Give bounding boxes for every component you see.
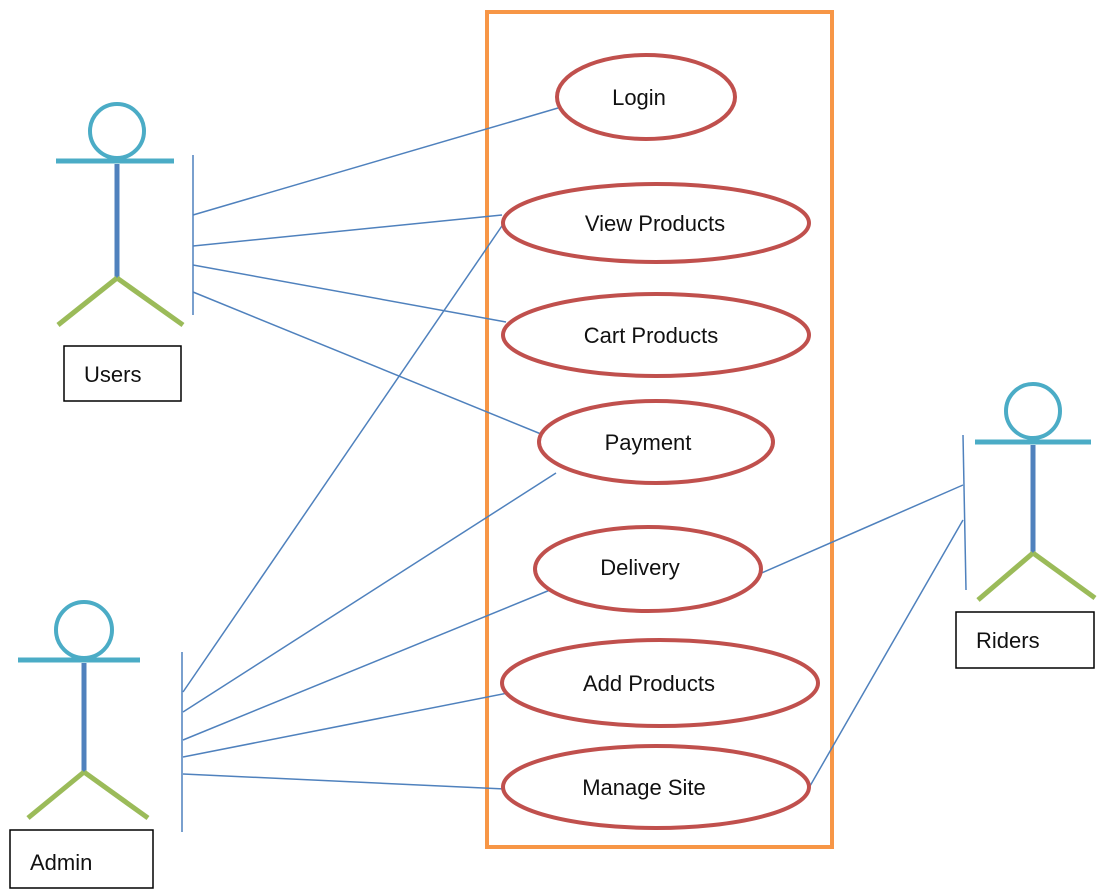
association-riders-manage-site bbox=[809, 519, 964, 787]
usecase-payment: Payment bbox=[537, 399, 775, 485]
actor-admin-label: Admin bbox=[30, 850, 92, 875]
association-admin-delivery bbox=[182, 589, 551, 741]
usecase-cart-products-label: Cart Products bbox=[584, 323, 719, 348]
usecase-login: Login bbox=[555, 53, 737, 141]
association-admin-add-products bbox=[182, 691, 514, 758]
association-admin-view-products bbox=[182, 219, 507, 693]
actor-riders-label: Riders bbox=[976, 628, 1040, 653]
actor-riders-head bbox=[1004, 382, 1062, 440]
association-admin-manage-site bbox=[182, 773, 506, 790]
usecase-login-shape bbox=[555, 53, 737, 141]
usecase-add-products-shape bbox=[500, 638, 820, 728]
association-riders-delivery bbox=[749, 484, 964, 579]
actor-riders-leg-left bbox=[976, 551, 1035, 602]
system-boundary bbox=[485, 10, 834, 849]
actor-admin-head bbox=[54, 600, 114, 660]
actor-riders-label-box bbox=[955, 611, 1095, 669]
actor-admin-label-box bbox=[9, 829, 154, 889]
usecase-view-products-shape bbox=[501, 182, 811, 264]
actor-users-head bbox=[88, 102, 146, 160]
usecase-manage-site-label: Manage Site bbox=[582, 775, 706, 800]
usecase-view-products: View Products bbox=[501, 182, 811, 264]
usecase-delivery-shape bbox=[533, 525, 763, 613]
usecase-payment-label: Payment bbox=[605, 430, 692, 455]
usecase-cart-products: Cart Products bbox=[501, 292, 811, 378]
actor-riders-leg-right bbox=[1031, 550, 1097, 601]
actor-bars bbox=[181, 155, 967, 832]
usecase-payment-shape bbox=[537, 399, 775, 485]
usecase-manage-site-shape bbox=[501, 744, 811, 830]
actor-users-leg-left bbox=[56, 276, 119, 327]
actor-riders: Riders bbox=[955, 382, 1097, 669]
usecase-add-products: Add Products bbox=[500, 638, 820, 728]
actor-admin-leg-left bbox=[26, 770, 86, 820]
association-users-login bbox=[192, 107, 559, 216]
actor-users: Users bbox=[56, 102, 185, 402]
actor-users-label-box bbox=[63, 345, 182, 402]
association-admin-payment bbox=[182, 472, 557, 713]
usecase-login-label: Login bbox=[612, 85, 666, 110]
actor-users-leg-right bbox=[115, 275, 185, 328]
association-users-payment bbox=[192, 291, 542, 435]
usecase-delivery-label: Delivery bbox=[600, 555, 679, 580]
usecase-add-products-label: Add Products bbox=[583, 671, 715, 696]
usecase-manage-site: Manage Site bbox=[501, 744, 811, 830]
actor-users-label: Users bbox=[84, 362, 141, 387]
actor-admin: Admin bbox=[9, 600, 154, 889]
usecase-delivery: Delivery bbox=[533, 525, 763, 613]
usecase-cart-products-shape bbox=[501, 292, 811, 378]
actor-admin-leg-right bbox=[82, 769, 150, 821]
association-users-view-products bbox=[192, 214, 503, 247]
association-users-cart-products bbox=[192, 264, 507, 323]
riders-bar bbox=[962, 434, 967, 591]
usecase-view-products-label: View Products bbox=[585, 211, 725, 236]
associations bbox=[182, 107, 964, 790]
